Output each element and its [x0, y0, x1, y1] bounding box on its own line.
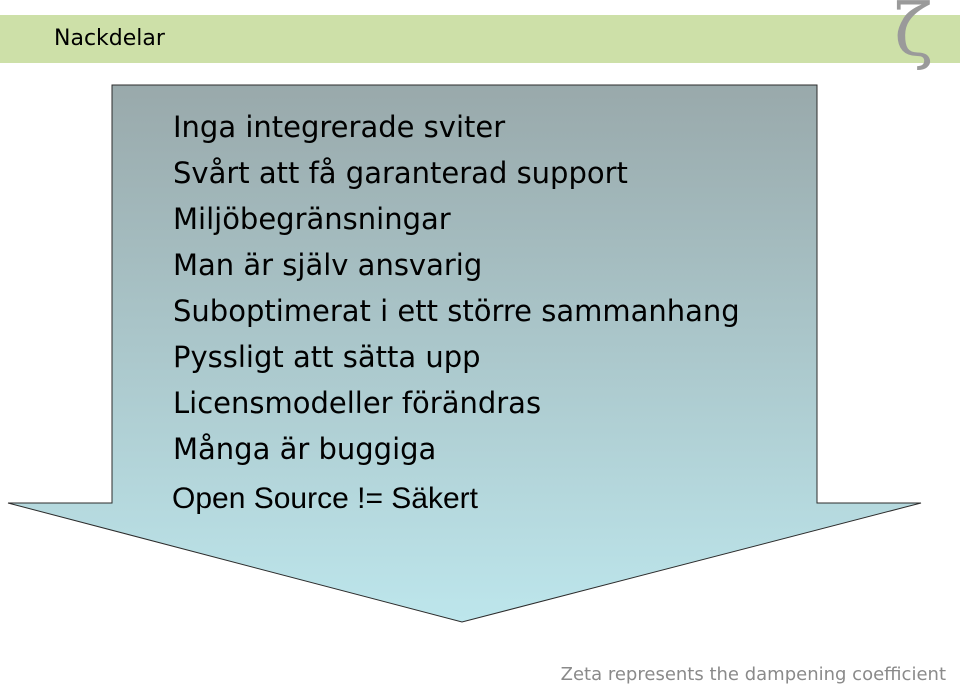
list-item: Licensmodeller förändras	[173, 386, 542, 420]
list-item: Många är buggiga	[173, 432, 437, 466]
list-item: Inga integrerade sviter	[173, 110, 506, 144]
zeta-symbol: ζ	[894, 0, 934, 72]
footer-caption: Zeta represents the dampening coefficien…	[560, 664, 946, 685]
open-source-statement: Open Source != Säkert	[172, 482, 479, 515]
list-item: Man är själv ansvarig	[173, 248, 483, 282]
list-item: Miljöbegränsningar	[173, 202, 451, 236]
title-band	[0, 15, 960, 63]
slide-title: Nackdelar	[54, 26, 165, 51]
list-item: Pyssligt att sätta upp	[173, 340, 481, 374]
arrow-body	[7, 84, 922, 623]
list-item: Suboptimerat i ett större sammanhang	[173, 294, 740, 328]
disadvantages-list: Inga integrerade sviter Svårt att få gar…	[173, 107, 740, 475]
list-item: Svårt att få garanterad support	[173, 156, 628, 190]
